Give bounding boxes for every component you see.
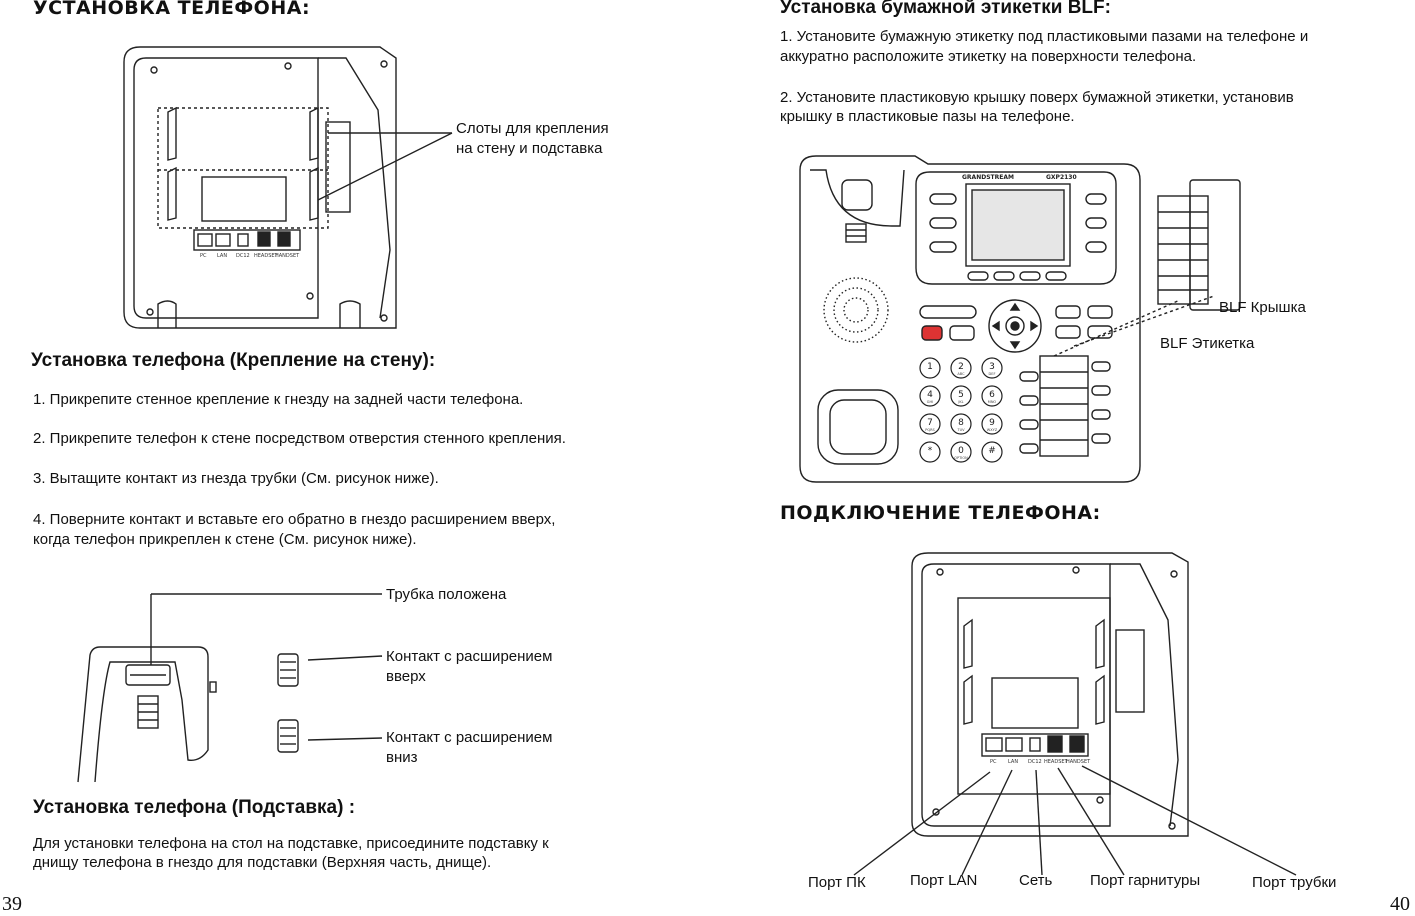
- port-lan-label: Порт LAN: [910, 872, 978, 889]
- stand-text-line1: Для установки телефона на стол на подста…: [33, 835, 549, 852]
- keypad-key: [981, 413, 1003, 435]
- keypad-letters: MNO: [988, 400, 997, 404]
- keypad-digit: 5: [958, 390, 964, 400]
- blf-step-2-line2: крышку в пластиковые пазы на телефоне.: [780, 108, 1075, 125]
- phone-back-diagram: [123, 46, 453, 329]
- blf-step-1-line2: аккуратно расположите этикетку на поверх…: [780, 48, 1197, 65]
- keypad-key: [950, 413, 972, 435]
- port-label-pc-2: PC: [990, 759, 997, 765]
- slots-label-line1: Слоты для крепления: [456, 120, 609, 137]
- port-label-lan: LAN: [217, 253, 227, 259]
- phone-ports-diagram: [853, 552, 1297, 876]
- keypad-digit: 8: [958, 418, 964, 428]
- port-label-dc-2: DC12: [1028, 759, 1042, 765]
- stand-text-line2: днищу телефона в гнездо для подставки (В…: [33, 854, 492, 871]
- port-headset-label: Порт гарнитуры: [1090, 872, 1201, 889]
- keypad-digit: #: [988, 446, 996, 456]
- tab-up-label-line1: Контакт с расширением: [386, 648, 553, 665]
- port-label-pc: PC: [200, 253, 207, 259]
- wall-step-4-line1: 4. Поверните контакт и вставьте его обра…: [33, 511, 556, 528]
- keypad-letters: OPTION: [954, 456, 968, 460]
- handset-down-label: Трубка положена: [386, 586, 507, 603]
- wall-step-2: 2. Прикрепите телефон к стене посредство…: [33, 430, 566, 447]
- heading-stand: Установка телефона (Подставка) :: [33, 797, 356, 818]
- keypad-key: [981, 441, 1003, 463]
- keypad-letters: JKL: [957, 400, 963, 404]
- tab-down-label-line1: Контакт с расширением: [386, 729, 553, 746]
- keypad-letters: GHI: [927, 400, 933, 404]
- port-label-headset-2: HEADSET: [1044, 759, 1069, 765]
- keypad-digit: 0: [958, 446, 964, 456]
- port-label-dc: DC12: [236, 253, 250, 259]
- keypad-digit: 1: [927, 362, 933, 372]
- keypad-key: [919, 413, 941, 435]
- keypad-digit: 4: [927, 390, 933, 400]
- page-number-left: 39: [2, 893, 22, 915]
- blf-cover-label: BLF Крышка: [1219, 299, 1306, 316]
- port-label-handset: HANDSET: [275, 253, 300, 259]
- keypad-digit: 6: [989, 390, 995, 400]
- port-power-label: Сеть: [1019, 872, 1053, 889]
- wall-step-3: 3. Вытащите контакт из гнезда трубки (См…: [33, 470, 439, 487]
- keypad-letters: DEF: [989, 372, 996, 376]
- keypad-letters: TUV: [956, 428, 965, 432]
- slots-label-line2: на стену и подставка: [456, 140, 603, 157]
- keypad-letters: PQRS: [925, 428, 935, 432]
- heading-install-phone: УСТАНОВКА ТЕЛЕФОНА:: [33, 0, 311, 19]
- heading-blf-label: Установка бумажной этикетки BLF:: [780, 0, 1111, 18]
- port-label-handset-2: HANDSET: [1066, 759, 1091, 765]
- keypad-key: [950, 441, 972, 463]
- phone-model: GXP2130: [1046, 174, 1077, 181]
- keypad-key: [919, 385, 941, 407]
- wall-step-1: 1. Прикрепите стенное крепление к гнезду…: [33, 391, 524, 408]
- keypad-key: [950, 357, 972, 379]
- page-number-right: 40: [1390, 893, 1410, 915]
- port-pc-label: Порт ПК: [808, 874, 866, 891]
- tab-up-label-line2: вверх: [386, 668, 426, 685]
- port-handset-label: Порт трубки: [1252, 874, 1337, 891]
- keypad-letters: WXYZ: [987, 428, 998, 432]
- keypad-digit: 7: [927, 418, 933, 428]
- keypad-key: [981, 357, 1003, 379]
- hook-detail-diagram: [77, 593, 383, 783]
- keypad-digit: 3: [989, 362, 995, 372]
- blf-step-1-line1: 1. Установите бумажную этикетку под плас…: [780, 28, 1309, 45]
- blf-step-2-line1: 2. Установите пластиковую крышку поверх …: [780, 89, 1294, 106]
- tab-down-label-line2: вниз: [386, 749, 418, 766]
- keypad-digit: 9: [989, 418, 995, 428]
- heading-connect-phone: ПОДКЛЮЧЕНИЕ ТЕЛЕФОНА:: [780, 502, 1101, 524]
- phone-brand: GRANDSTREAM: [962, 174, 1014, 181]
- port-label-lan-2: LAN: [1008, 759, 1018, 765]
- keypad-key: [919, 357, 941, 379]
- keypad-key: [919, 441, 941, 463]
- keypad-key: [950, 385, 972, 407]
- keypad-digit: *: [928, 446, 933, 456]
- keypad-key: [981, 385, 1003, 407]
- blf-paper-label: BLF Этикетка: [1160, 335, 1255, 352]
- wall-step-4-line2: когда телефон прикреплен к стене (См. ри…: [33, 531, 417, 548]
- phone-front-diagram: [799, 155, 1241, 483]
- keypad-letters: ABC: [957, 372, 965, 376]
- keypad-digit: 2: [958, 362, 964, 372]
- port-label-headset: HEADSET: [254, 253, 279, 259]
- heading-wall-mount: Установка телефона (Крепление на стену):: [31, 350, 436, 371]
